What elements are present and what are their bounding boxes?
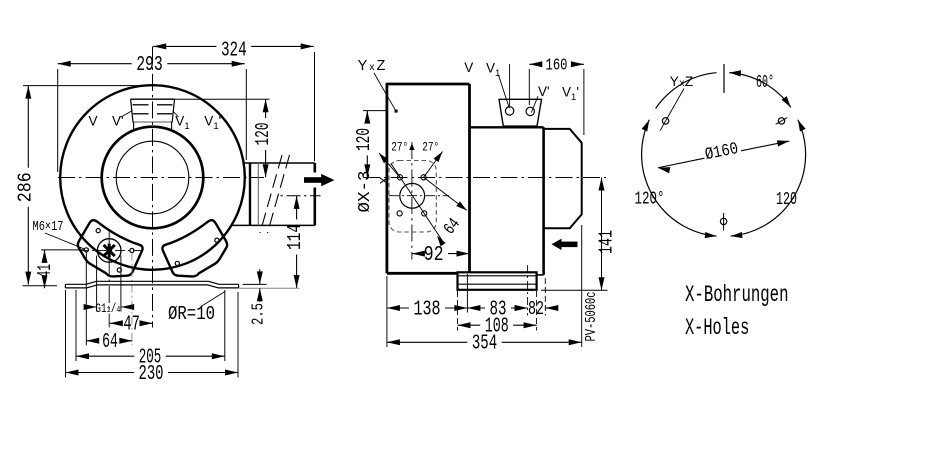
svg-text:G11/4: G11/4	[95, 301, 120, 316]
svg-text:120: 120	[353, 128, 375, 151]
svg-text:PV-5060c: PV-5060c	[584, 292, 600, 342]
svg-text:114: 114	[284, 224, 306, 250]
svg-text:120: 120	[252, 123, 274, 146]
svg-text:ØR=10: ØR=10	[168, 303, 215, 325]
svg-text:82: 82	[528, 298, 544, 320]
svg-text:27°: 27°	[391, 140, 408, 155]
svg-text:83: 83	[490, 298, 507, 321]
svg-text:27°: 27°	[422, 140, 439, 155]
svg-text:V: V	[464, 60, 473, 75]
svg-text:141: 141	[596, 230, 618, 254]
svg-text:120°: 120°	[635, 189, 665, 209]
svg-text:324: 324	[221, 40, 247, 63]
svg-text:YxZ: YxZ	[358, 58, 388, 74]
svg-text:V: V	[89, 114, 98, 129]
svg-text:YxZ: YxZ	[670, 74, 694, 89]
svg-text:X-Bohrungen: X-Bohrungen	[685, 282, 789, 309]
svg-text:64: 64	[102, 331, 118, 354]
svg-text:120: 120	[776, 190, 797, 210]
svg-text:V': V'	[112, 114, 124, 129]
svg-text:2.5: 2.5	[250, 303, 269, 325]
svg-text:M6×17: M6×17	[33, 219, 64, 235]
svg-text:230: 230	[139, 363, 164, 386]
svg-text:X-Holes: X-Holes	[685, 315, 749, 342]
svg-text:108: 108	[485, 316, 509, 339]
svg-text:160: 160	[546, 56, 568, 75]
svg-text:92: 92	[424, 244, 444, 267]
svg-text:60°: 60°	[756, 73, 774, 93]
svg-text:286: 286	[15, 172, 37, 202]
svg-text:293: 293	[136, 54, 163, 77]
svg-text:x: x	[375, 177, 391, 184]
svg-text:138: 138	[414, 298, 441, 321]
svg-text:41: 41	[34, 264, 56, 278]
svg-text:ØX-3: ØX-3	[356, 171, 375, 213]
svg-text:205: 205	[139, 347, 162, 370]
svg-text:354: 354	[472, 333, 497, 356]
svg-text:V': V'	[538, 84, 550, 99]
svg-text:47: 47	[123, 314, 140, 337]
